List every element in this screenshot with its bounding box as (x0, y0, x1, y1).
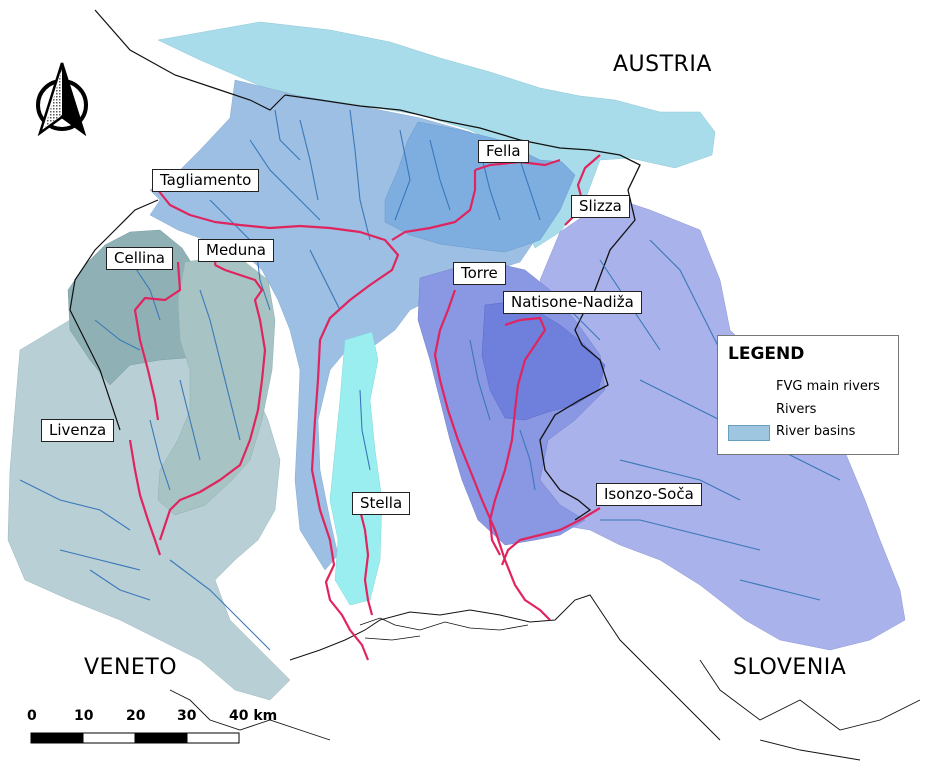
legend-basin-swatch (728, 425, 770, 441)
coastline (289, 594, 721, 741)
coastline-lagoon (359, 617, 529, 641)
river-label-cellina: Cellina (106, 247, 173, 270)
river-label-stella: Stella (352, 492, 411, 515)
river-label-natisone: Natisone-Nadiža (503, 291, 642, 314)
legend-title: LEGEND (728, 344, 805, 364)
livenza-river (128, 439, 162, 556)
minor-rivers (19, 109, 841, 651)
torre-river (433, 289, 551, 621)
region-label-veneto: VENETO (84, 655, 178, 680)
meduna-river (158, 264, 267, 541)
slizza-basin (157, 21, 716, 249)
map-legend: LEGEND FVG main rivers Rivers River basi… (717, 335, 899, 455)
veneto-border (169, 689, 331, 741)
natisone-river (488, 316, 547, 556)
slovenia-coast (699, 659, 921, 761)
state-border (284, 94, 641, 521)
isonzo-river (500, 507, 601, 566)
scale-tick-30: 30 (177, 708, 197, 724)
river-label-meduna: Meduna (198, 239, 274, 262)
legend-main-rivers-label: FVG main rivers (776, 379, 880, 394)
region-label-austria: AUSTRIA (613, 52, 712, 77)
legend-basins-label: River basins (776, 424, 856, 439)
scale-tick-10: 10 (74, 708, 94, 724)
river-label-isonzo: Isonzo-Soča (596, 483, 702, 506)
river-label-torre: Torre (453, 262, 506, 285)
stella-river (358, 509, 374, 616)
scale-bar (30, 732, 240, 744)
scale-tick-0: 0 (27, 708, 37, 724)
cellina-river (133, 261, 182, 421)
legend-rivers-label: Rivers (776, 402, 817, 417)
north-arrow-icon (36, 62, 88, 137)
river-label-livenza: Livenza (41, 419, 115, 442)
scale-tick-20: 20 (126, 708, 146, 724)
stella-basin (329, 331, 383, 606)
tagliamento-river (157, 189, 400, 661)
region-border-west (69, 9, 286, 431)
river-label-tagliamento: Tagliamento (152, 169, 260, 192)
river-label-fella: Fella (478, 140, 529, 163)
river-label-slizza: Slizza (571, 195, 630, 218)
region-label-slovenia: SLOVENIA (733, 655, 847, 680)
scale-tick-40km: 40 km (229, 708, 278, 724)
